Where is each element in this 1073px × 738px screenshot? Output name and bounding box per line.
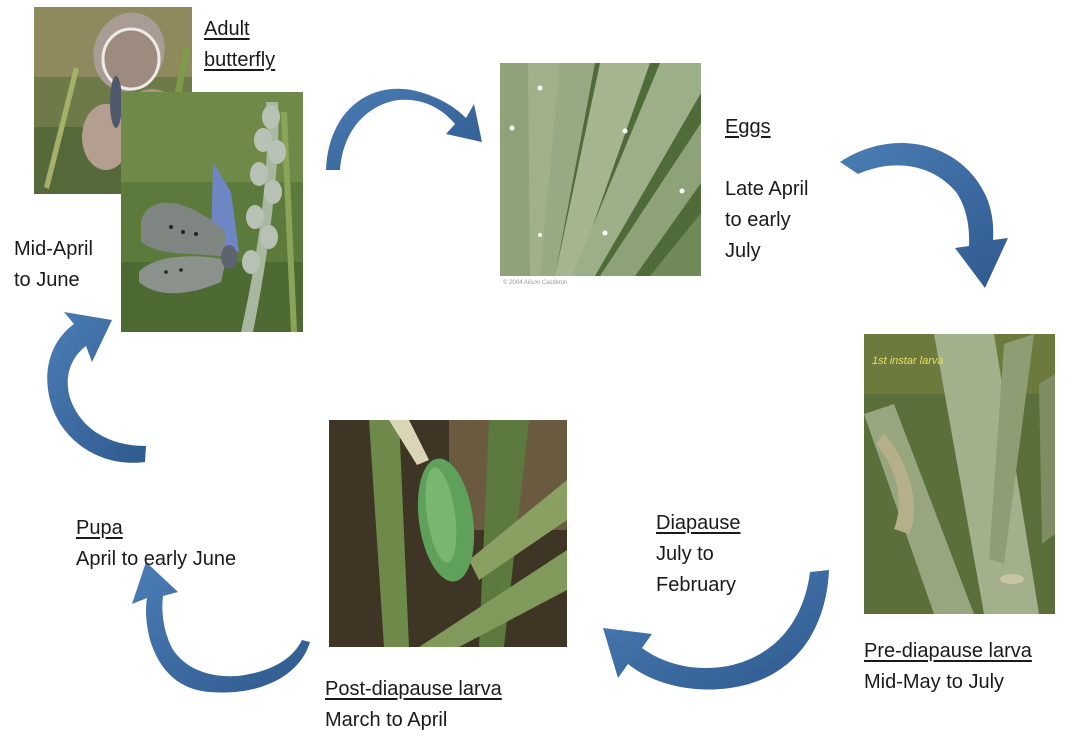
diapause-heading: Diapause <box>656 508 741 539</box>
post-diapause-heading: Post-diapause larva <box>325 674 502 705</box>
eggs-period-line2: to early <box>725 205 808 236</box>
adult-heading-line2: butterfly <box>204 45 275 76</box>
pre-diapause-period: Mid-May to July <box>864 667 1032 698</box>
eggs-stage-label: Eggs <box>725 112 771 143</box>
eggs-photo-credit: © 2004 Alison Castleton <box>503 280 567 286</box>
pupa-period: April to early June <box>76 544 236 575</box>
adult-period-line1: Mid-April <box>14 234 93 265</box>
adult-butterfly-photo-bottom <box>121 92 303 332</box>
diapause-stage-label: Diapause July to February <box>656 508 741 601</box>
eggs-heading: Eggs <box>725 112 771 143</box>
arrow-pupa-to-adult <box>47 312 146 463</box>
eggs-period-label: Late April to early July <box>725 174 808 267</box>
pupa-stage-label: Pupa April to early June <box>76 513 236 575</box>
pre-diapause-stage-label: Pre-diapause larva Mid-May to July <box>864 636 1032 698</box>
adult-heading-line1: Adult <box>204 14 275 45</box>
post-diapause-period: March to April <box>325 705 502 736</box>
pre-diapause-larva-photo <box>864 334 1055 614</box>
eggs-period-line3: July <box>725 236 808 267</box>
eggs-photo <box>500 63 701 276</box>
arrow-eggs-to-prediapause <box>840 143 1008 288</box>
arrow-postdiapause-to-pupa <box>132 562 310 693</box>
post-diapause-larva-photo <box>329 420 567 647</box>
larva-annotation: 1st instar larva <box>872 354 944 368</box>
post-diapause-stage-label: Post-diapause larva March to April <box>325 674 502 736</box>
pupa-heading: Pupa <box>76 513 236 544</box>
diapause-period-line2: February <box>656 570 741 601</box>
eggs-period-line1: Late April <box>725 174 808 205</box>
arrow-adult-to-eggs <box>326 89 482 170</box>
adult-stage-label: Adult butterfly <box>204 14 275 76</box>
adult-period-line2: to June <box>14 265 93 296</box>
adult-period-label: Mid-April to June <box>14 234 93 296</box>
pre-diapause-heading: Pre-diapause larva <box>864 636 1032 667</box>
diapause-period-line1: July to <box>656 539 741 570</box>
